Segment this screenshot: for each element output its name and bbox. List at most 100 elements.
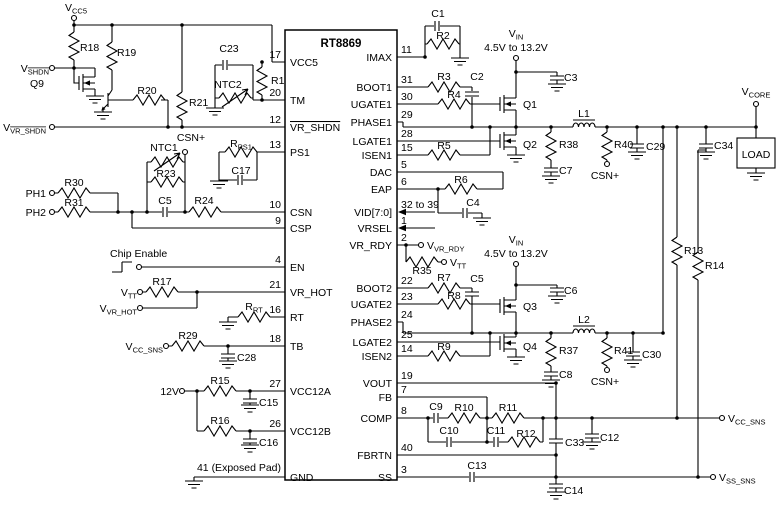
vcc-sns-terminal-label-right: VCC_SNS: [728, 413, 765, 427]
csn-plus-label-1: CSN+: [177, 132, 205, 144]
pin-name-vcc12b: VCC12B: [290, 426, 331, 438]
pin-number-vr_shdn: 12: [269, 114, 281, 126]
pin-number-tb: 18: [269, 333, 281, 345]
c9-label: C9: [429, 401, 443, 413]
c1-label: C1: [431, 8, 445, 20]
r13-label: R13: [684, 245, 703, 257]
r9-label: R9: [437, 341, 451, 353]
pin-name-vout: VOUT: [363, 378, 393, 390]
rrt-label: RRT: [245, 301, 263, 315]
ic-rt8869-body: [284, 29, 398, 481]
wires-feedback: [397, 382, 720, 492]
c33-label: C33: [565, 437, 584, 449]
r15-label: R15: [210, 375, 229, 387]
c14-label: C14: [564, 485, 583, 497]
c7-label: C7: [559, 165, 573, 177]
ntc2-label: NTC2: [214, 79, 242, 91]
bjt-emitter-arrow: [101, 106, 106, 111]
pin-name-phase2: PHASE2: [351, 317, 393, 329]
c34-label: C34: [714, 140, 733, 152]
r38-label: R38: [559, 139, 578, 151]
pin-number-isen1: 15: [401, 142, 413, 154]
ph1-terminal-label: PH1: [26, 188, 47, 200]
pin-number-lgate1: 28: [401, 128, 413, 140]
r35-label: R35: [412, 265, 431, 277]
mosfet-q1: [499, 94, 517, 114]
r3-label: R3: [437, 71, 451, 83]
vcc-sns-terminal-label-left: VCC_SNS: [126, 341, 163, 355]
vin2-range-label: 4.5V to 13.2V: [484, 248, 548, 260]
pin-name-ugate2: UGATE2: [351, 299, 392, 311]
pin-name-dac: DAC: [370, 167, 393, 179]
wires-ps1: [218, 151, 285, 181]
ntc1-arrow: [153, 152, 181, 172]
pin-number-fb: 7: [401, 384, 407, 396]
r8-label: R8: [447, 290, 461, 302]
pin-number-isen2: 14: [401, 343, 413, 355]
r11-label: R11: [499, 402, 518, 414]
c5-boot2-label: C5: [470, 273, 484, 285]
pin-number-phase2: 24: [401, 309, 413, 321]
pin-name-ugate1: UGATE1: [351, 99, 392, 111]
r23-label: R23: [156, 168, 175, 180]
pin-name-vr_shdn: VR_SHDN: [290, 122, 340, 134]
vid-arrow-icon: [398, 208, 406, 216]
pin-name-boot1: BOOT1: [356, 82, 392, 94]
pin-name-isen2: ISEN2: [362, 351, 393, 363]
wires-phase2: [397, 266, 663, 380]
pin-name-vid[7:0]: VID[7:0]: [354, 207, 392, 219]
c11-label: C11: [487, 425, 506, 437]
pin-number-eap: 6: [401, 176, 407, 188]
r2-label: R2: [436, 30, 450, 42]
r40-label: R40: [614, 139, 633, 151]
pin-name-csn: CSN: [290, 207, 312, 219]
vcore-terminal-label: VCORE: [742, 86, 771, 100]
r17-label: R17: [152, 276, 171, 288]
pin-number-rt: 16: [269, 304, 281, 316]
wires-csn-network: [54, 154, 285, 229]
pin-number-csp: 9: [275, 215, 281, 227]
csn-plus-label-3: CSN+: [591, 376, 619, 388]
q9-label: Q9: [30, 78, 44, 90]
pin-number-en: 4: [275, 254, 281, 266]
pin-name-tm: TM: [290, 95, 305, 107]
r6-label: R6: [454, 174, 468, 186]
pin-number-boot1: 31: [401, 74, 413, 86]
pin-number-vid[7:0]: 32 to 39: [401, 199, 439, 211]
pin-number-ugate1: 30: [401, 91, 413, 103]
r30-label: R30: [64, 177, 83, 189]
c30-label: C30: [642, 349, 661, 361]
c5-csn-label: C5: [158, 195, 172, 207]
r12-label: R12: [516, 428, 535, 440]
pin-name-lgate2: LGATE2: [353, 337, 393, 349]
pin-name-rt: RT: [290, 312, 304, 324]
vin1-range-label: 4.5V to 13.2V: [484, 42, 548, 54]
c4-label: C4: [466, 197, 480, 209]
pin-name-vcc12a: VCC12A: [290, 386, 331, 398]
r7-label: R7: [437, 272, 451, 284]
pin-name-gnd: GND: [290, 472, 314, 484]
vtt2-terminal-label: VTT: [450, 257, 467, 271]
r41-label: R41: [614, 345, 633, 357]
pin-number-vcc12b: 26: [269, 418, 281, 430]
pin-name-ps1: PS1: [290, 147, 310, 159]
ph2-terminal-label: PH2: [26, 207, 47, 219]
load-label: LOAD: [742, 149, 771, 161]
vvr-hot-terminal-label: VVR_HOT: [100, 303, 138, 317]
c6-label: C6: [564, 285, 578, 297]
c8-label: C8: [559, 369, 573, 381]
pin-name-vr_rdy: VR_RDY: [349, 240, 392, 252]
pin-name-en: EN: [290, 262, 305, 274]
vtt-terminal-label: VTT: [121, 287, 138, 301]
vin1-terminal-label: VIN: [509, 28, 524, 42]
c13-label: C13: [467, 460, 486, 472]
c23-label: C23: [219, 43, 238, 55]
q4-label: Q4: [523, 341, 537, 353]
c15-label: C15: [259, 397, 278, 409]
c3-label: C3: [564, 72, 578, 84]
wires-lower-left: [112, 261, 285, 481]
r19-label: R19: [117, 47, 136, 59]
12v-terminal-label: 12V: [160, 386, 179, 398]
c29-label: C29: [646, 141, 665, 153]
